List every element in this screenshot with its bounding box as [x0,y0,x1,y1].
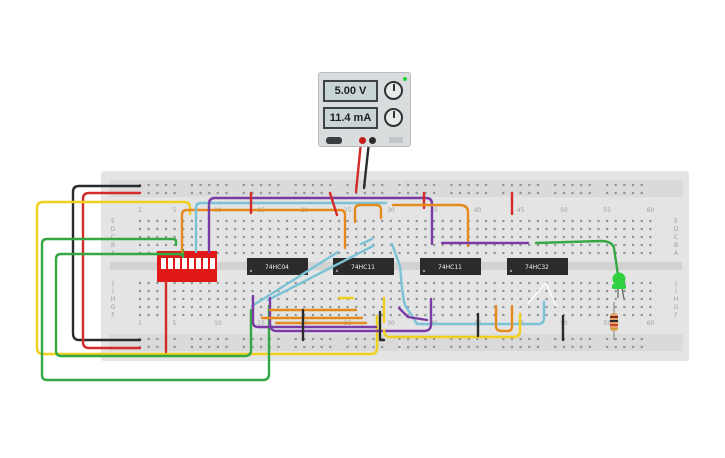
chip-label: 74HC11 [351,264,375,271]
column-number: 60 [647,320,655,327]
breadboard-holes [138,183,652,349]
row-letter: I [675,288,677,295]
wire-green-inner[interactable] [54,248,253,358]
row-letter: E [674,218,678,225]
wire-black-gnd-a[interactable] [378,310,386,342]
wire-green-led[interactable] [534,239,620,277]
wire-orange-right[interactable] [391,203,470,248]
row-letter: C [111,234,115,241]
column-number: 10 [214,320,222,327]
row-letter: F [111,312,115,319]
column-number: 60 [647,207,655,214]
column-number: 55 [603,320,611,327]
current-knob[interactable] [384,108,403,127]
voltage-display: 5.00 V [323,80,378,102]
wire-purple-top[interactable] [207,196,434,254]
row-letter: G [111,304,116,311]
brand-plate [389,137,403,143]
wire-lightblue-long[interactable] [390,242,519,326]
column-number: 50 [560,207,568,214]
column-number: 30 [387,320,395,327]
chip-74hc04[interactable]: 74HC04 [247,258,308,275]
power-supply[interactable]: 5.00 V 11.4 mA [318,72,411,147]
resistor[interactable] [610,302,618,340]
row-letter: J [111,280,114,287]
row-letter: D [674,226,679,233]
voltage-knob[interactable] [384,81,403,100]
wires[interactable] [35,140,620,382]
wire-purple-bottom-2[interactable] [268,296,433,333]
wire-red-vcc-2[interactable] [328,191,339,217]
column-number: 30 [387,207,395,214]
row-letter: H [674,296,679,303]
chip-74hc32[interactable]: 74HC32 [507,258,568,275]
chip-label: 74HC04 [265,264,289,271]
row-letter: H [111,296,116,303]
row-letter: G [674,304,679,311]
positive-terminal[interactable] [359,137,366,144]
power-indicator-icon [403,77,407,81]
wire-orange-small[interactable] [353,203,383,224]
negative-terminal[interactable] [369,137,376,144]
row-letter: C [674,234,678,241]
wire-yellow-bottom-right[interactable] [382,312,522,339]
wire-lightblue-short[interactable] [359,237,374,246]
wire-red-rail-loop[interactable] [81,191,142,350]
chip-label: 74HC11 [438,264,462,271]
chip-74hc11-a[interactable]: 74HC11 [333,258,394,275]
chip-label: 74HC32 [525,264,549,271]
column-number: 1 [138,320,142,327]
column-number: 5 [173,207,177,214]
column-number: 35 [430,207,438,214]
wire-red-psu[interactable] [354,140,363,194]
wire-lightblue-top[interactable] [194,201,222,254]
column-number: 55 [603,207,611,214]
power-rail-bottom-right [401,334,683,351]
row-letter: I [112,288,114,295]
column-number: 5 [173,320,177,327]
wire-orange-bottom-right[interactable] [494,304,514,333]
wire-yellow-long[interactable] [35,200,379,356]
wire-purple-mid[interactable] [397,306,429,322]
column-number: 40 [474,207,482,214]
dip-switch-toggles[interactable] [161,258,215,269]
wire-black-rail-loop[interactable] [71,184,142,342]
row-letter: J [674,280,677,287]
power-rail-bottom-left [109,334,399,351]
wire-orange-top[interactable] [180,208,347,254]
row-letter: B [674,242,678,249]
power-rail-top-left [109,180,399,197]
column-number: 1 [138,207,142,214]
wire-lightblue-diag-1[interactable] [250,250,340,308]
row-letter: F [674,312,678,319]
wire-black-psu[interactable] [362,140,371,190]
power-rail-top-right [401,180,683,197]
wire-purple-bottom[interactable] [251,294,378,329]
column-number: 25 [344,207,352,214]
row-letter: B [111,242,115,249]
row-letter: E [111,218,115,225]
column-number: 45 [517,207,525,214]
chip-74hc11-b[interactable]: 74HC11 [420,258,481,275]
wire-green-outer[interactable] [40,237,271,382]
row-letter: D [111,226,116,233]
dip-switch[interactable] [157,251,217,282]
column-number: 15 [257,320,265,327]
led[interactable] [612,272,626,300]
current-display: 11.4 mA [323,107,378,129]
power-switch[interactable] [326,137,342,144]
wire-lightblue-end[interactable] [515,300,546,326]
wire-lightblue-diag-2[interactable] [266,244,375,302]
row-letter: A [674,250,679,257]
center-channel [110,262,682,270]
wire-white-diag[interactable] [527,282,557,307]
